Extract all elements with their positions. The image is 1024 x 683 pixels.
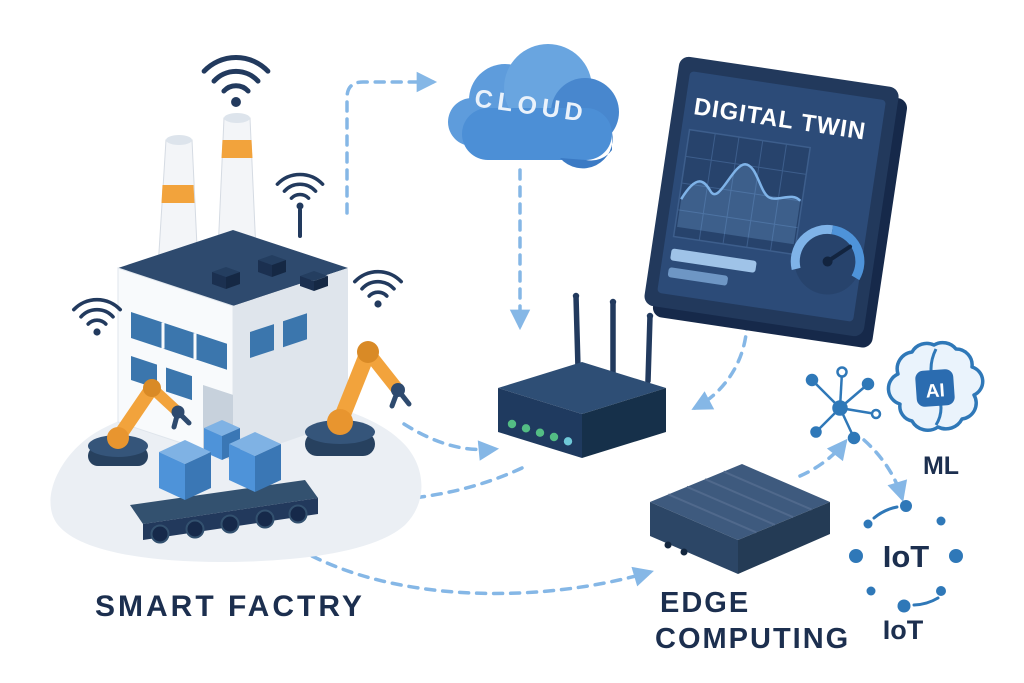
- cloud-icon: CLOUD: [448, 44, 619, 169]
- wifi-icon: [72, 297, 122, 338]
- smart-factory-illustration: [50, 58, 422, 562]
- ai-brain-icon: AI ML: [886, 340, 985, 480]
- ml-node-icon: [805, 366, 882, 445]
- gripper-right: [389, 387, 412, 409]
- ai-badge-label: AI: [925, 380, 945, 402]
- arrow-digitaltwin-to-router: [691, 318, 749, 410]
- edge-computing-device: [650, 464, 830, 574]
- edge-device-port: [680, 548, 688, 556]
- digital-twin-monitor: DIGITAL TWIN: [644, 56, 908, 348]
- edge-device-ridges: [668, 470, 812, 534]
- ai-badge: [915, 369, 955, 407]
- robot-arm-left: [88, 379, 192, 466]
- gripper-left: [171, 409, 192, 430]
- router-antennas: [573, 293, 653, 384]
- factory-side-face: [233, 268, 348, 460]
- wifi-icon: [352, 269, 404, 310]
- chimney-right-orange-band: [221, 140, 253, 158]
- arrow-factory-to-router: [402, 422, 500, 461]
- arrow-factory-to-edge: [310, 554, 654, 596]
- arrow-factory-to-cloud: [345, 71, 438, 215]
- router-device: [498, 292, 666, 458]
- conveyor-belt: [130, 480, 318, 544]
- twin-line-chart: [672, 128, 812, 256]
- ml-label: ML: [923, 452, 959, 480]
- iot-ring-icon: IoT IoT: [849, 500, 963, 645]
- edge-device-port: [664, 541, 672, 549]
- arrow-edge-to-ml: [798, 438, 848, 478]
- iot-ring-label: IoT: [883, 539, 930, 574]
- wifi-icon: [275, 172, 325, 212]
- chimney-left: [157, 135, 199, 269]
- robot-arm-right: [305, 341, 412, 456]
- wifi-icon: [204, 58, 268, 107]
- chimney-right: [217, 113, 257, 253]
- arrow-ml-to-iot: [862, 438, 908, 502]
- roof-vents: [212, 255, 328, 291]
- edge-computing-label-line2: COMPUTING: [655, 623, 850, 655]
- smart-factory-label: SMART FACTRY: [95, 590, 365, 623]
- chimney-left-orange-band: [161, 185, 195, 203]
- iot-caption: IoT: [883, 615, 924, 645]
- edge-computing-label-line1: EDGE: [660, 587, 750, 619]
- conveyor-wheels: [150, 504, 308, 544]
- twin-status-bars: [667, 248, 757, 286]
- twin-gauge: [790, 224, 865, 295]
- cargo-boxes: [159, 420, 281, 500]
- router-led-lights: [507, 419, 573, 446]
